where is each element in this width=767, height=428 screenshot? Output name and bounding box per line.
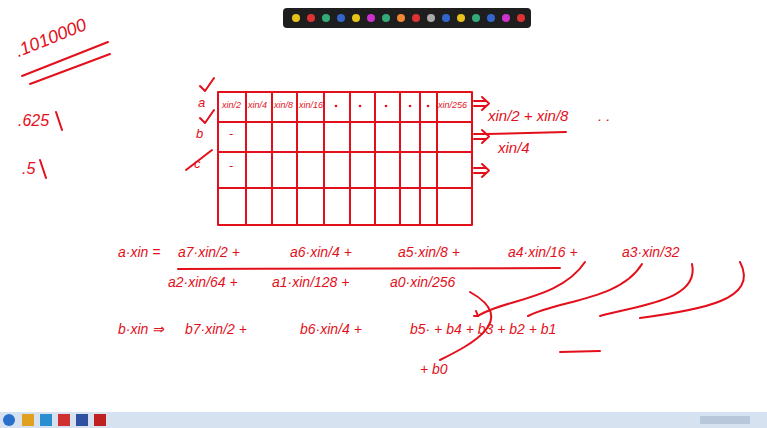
row-label: b [196, 127, 203, 141]
taskbar [0, 412, 767, 428]
equation-term: a2·xin/64 + [168, 275, 238, 290]
table-header: xin/256 [438, 101, 467, 111]
term-arrow [640, 262, 744, 318]
taskbar-icons [3, 414, 750, 426]
cross-mark [40, 160, 46, 178]
equation-term: a5·xin/8 + [398, 245, 460, 260]
equation-term: a·xin = [118, 245, 160, 260]
equation-term: a1·xin/128 + [272, 275, 349, 290]
ellipsis: . . [598, 108, 611, 125]
equation-term: b5· + b4 + b3 + b2 + b1 [410, 322, 556, 337]
equation-term: b6·xin/4 + [300, 322, 362, 337]
check-mark [200, 78, 214, 91]
decimal-value: .625 [18, 112, 49, 130]
equation-term: a3·xin/32 [622, 245, 680, 260]
table-cell: - [229, 160, 233, 173]
toolbar [283, 8, 531, 28]
equation-term: a0·xin/256 [390, 275, 455, 290]
row-arrow [474, 164, 489, 177]
equation-term: a6·xin/4 + [290, 245, 352, 260]
equation-term: a7·xin/2 + [178, 245, 240, 260]
decimal-value: .5 [22, 160, 35, 178]
term-arrow [528, 264, 642, 316]
check-mark [200, 110, 214, 123]
term-arrow [600, 264, 693, 316]
table-header: xin/8 [274, 101, 293, 111]
term-arrow [478, 262, 585, 316]
underline [178, 268, 560, 269]
ellipsis-dots [335, 105, 430, 108]
fraction-bar [486, 132, 566, 134]
arrow-head [474, 311, 478, 316]
row-label: a [198, 96, 205, 110]
row-label: c [194, 157, 201, 171]
bit-table [218, 92, 472, 225]
equation-term: + b0 [420, 362, 448, 377]
equation-term: a4·xin/16 + [508, 245, 578, 260]
cross-mark [56, 112, 62, 130]
underline [560, 351, 600, 352]
table-cell: - [229, 128, 233, 141]
row-sum: xin/2 + xin/8 [488, 108, 568, 125]
row-arrow [474, 97, 489, 110]
underline [30, 54, 110, 84]
toolbar-icons [292, 14, 525, 22]
row-arrow [474, 130, 489, 143]
row-sum: xin/4 [498, 140, 530, 157]
table-header: xin/2 [222, 101, 241, 111]
equation-term: b7·xin/2 + [185, 322, 247, 337]
equation-term: b·xin ⇒ [118, 322, 164, 337]
table-header: xin/4 [248, 101, 267, 111]
table-header: xin/16 [299, 101, 323, 111]
